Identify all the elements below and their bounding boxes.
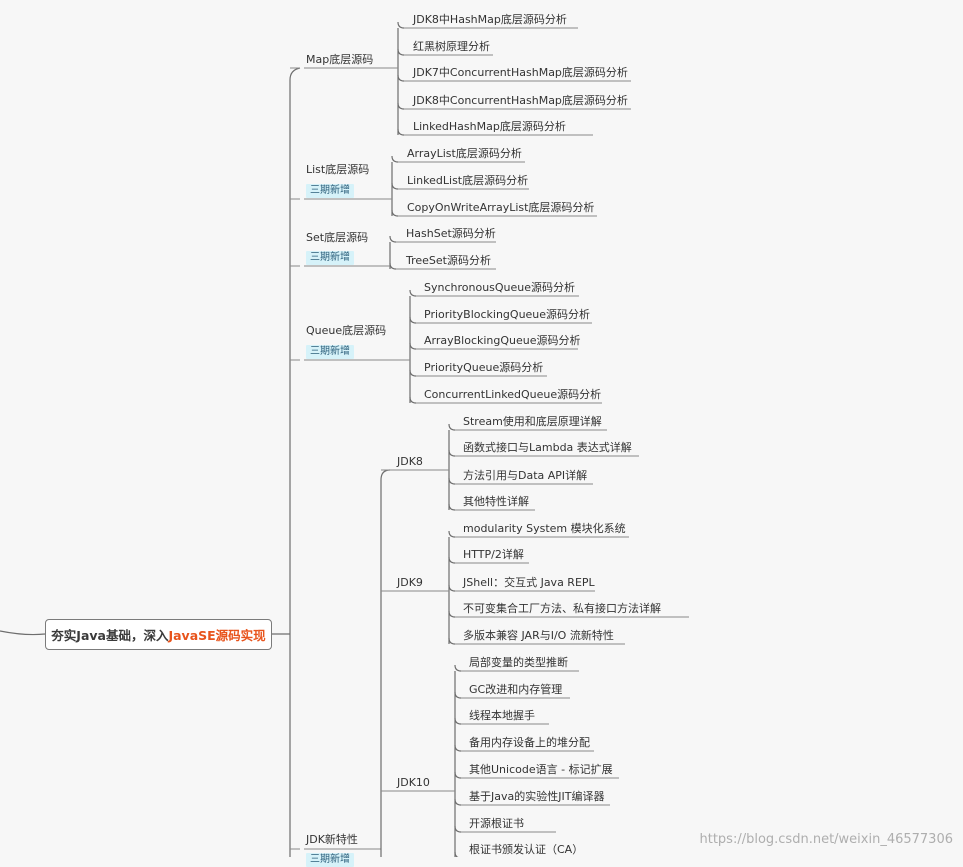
- branch-map-child-0[interactable]: JDK8中HashMap底层源码分析: [413, 13, 567, 26]
- sub-jdk9-child-1[interactable]: HTTP/2详解: [463, 548, 524, 561]
- branch-map-child-curve-1: [397, 48, 405, 56]
- branch-set-child-curve-0: [389, 235, 397, 243]
- sub-jdk10-child-curve-6: [454, 825, 462, 833]
- branch-queue-child-curve-3: [409, 369, 417, 377]
- sub-jdk10-child-5[interactable]: 基于Java的实验性JIT编译器: [469, 790, 605, 803]
- sub-jdk10-child-6[interactable]: 开源根证书: [469, 817, 524, 830]
- branch-list-child-curve-0: [391, 155, 399, 163]
- sub-jdk9-child-curve-0: [448, 530, 456, 538]
- sub-jdk10-child-curve-3: [454, 744, 462, 752]
- branch-map-child-1[interactable]: 红黑树原理分析: [413, 40, 490, 53]
- sub-jdk10-child-curve-7: [454, 851, 459, 857]
- sub-jdk9-child-3[interactable]: 不可变集合工厂方法、私有接口方法详解: [463, 602, 661, 615]
- sub-jdk10-child-3[interactable]: 备用内存设备上的堆分配: [469, 736, 590, 749]
- branch-map-child-curve-2: [397, 74, 405, 82]
- watermark: https://blog.csdn.net/weixin_46577306: [699, 832, 953, 847]
- branch-queue-child-2[interactable]: ArrayBlockingQueue源码分析: [424, 334, 581, 347]
- sub-jdk9-child-curve-4: [448, 637, 456, 645]
- sub-jdk10-label[interactable]: JDK10: [397, 776, 430, 789]
- branch-list-child-0[interactable]: ArrayList底层源码分析: [407, 147, 522, 160]
- sub-jdk10-child-curve-2: [454, 717, 462, 725]
- branch-list-child-2[interactable]: CopyOnWriteArrayList底层源码分析: [407, 201, 595, 214]
- sub-jdk9-child-curve-3: [448, 610, 456, 618]
- sub-jdk9-child-4[interactable]: 多版本兼容 JAR与I/O 流新特性: [463, 629, 614, 642]
- branch-set-child-curve-1: [389, 262, 397, 270]
- branch-map-child-3[interactable]: JDK8中ConcurrentHashMap底层源码分析: [413, 94, 628, 107]
- root-label-highlight: JavaSE源码实现: [168, 628, 266, 643]
- sub-jdk10-child-curve-5: [454, 798, 462, 806]
- sub-jdk8-child-curve-3: [448, 503, 456, 511]
- sub-jdk9-label[interactable]: JDK9: [397, 576, 423, 589]
- sub-jdk8-child-0[interactable]: Stream使用和底层原理详解: [463, 415, 602, 428]
- branch-list-child-curve-1: [391, 182, 399, 190]
- sub-jdk8-child-curve-1: [448, 449, 456, 457]
- branch-queue-child-0[interactable]: SynchronousQueue源码分析: [424, 281, 576, 294]
- sub-jdk8-child-curve-0: [448, 423, 456, 431]
- sub-jdk9-child-curve-1: [448, 556, 456, 564]
- branch-jdk-label[interactable]: JDK新特性: [306, 833, 358, 846]
- branch-map-child-2[interactable]: JDK7中ConcurrentHashMap底层源码分析: [413, 66, 628, 79]
- branch-set-child-1[interactable]: TreeSet源码分析: [406, 254, 491, 267]
- branch-queue-label[interactable]: Queue底层源码: [306, 324, 387, 337]
- branch-queue-child-curve-1: [409, 316, 417, 324]
- branch-set-badge: 三期新增: [306, 251, 354, 265]
- sub-jdk10-child-curve-1: [454, 691, 462, 699]
- branch-queue-child-3[interactable]: PriorityQueue源码分析: [424, 361, 544, 374]
- branch-list-badge: 三期新增: [306, 184, 354, 198]
- branch-list-child-1[interactable]: LinkedList底层源码分析: [407, 174, 529, 187]
- sub-jdk8-child-curve-2: [448, 477, 456, 485]
- sub-jdk10-child-2[interactable]: 线程本地握手: [469, 709, 535, 722]
- sub-jdk10-child-curve-0: [454, 664, 462, 672]
- sub-jdk8-label[interactable]: JDK8: [397, 455, 423, 468]
- branch-queue-child-curve-4: [409, 396, 417, 404]
- branch-jdk-badge: 三期新增: [306, 853, 354, 867]
- branch-set-label[interactable]: Set底层源码: [306, 231, 369, 244]
- jdk-trunk: [380, 469, 391, 857]
- root-incoming-link: [0, 630, 46, 636]
- sub-jdk9-child-curve-2: [448, 584, 456, 592]
- sub-jdk8-child-1[interactable]: 函数式接口与Lambda 表达式详解: [463, 441, 632, 454]
- branch-map-child-4[interactable]: LinkedHashMap底层源码分析: [413, 120, 566, 133]
- branch-queue-child-curve-0: [409, 289, 417, 297]
- branch-list-label[interactable]: List底层源码: [306, 163, 370, 176]
- branch-map-child-curve-3: [397, 102, 405, 110]
- sub-jdk10-child-4[interactable]: 其他Unicode语言 - 标记扩展: [469, 763, 613, 776]
- branch-map-child-curve-0: [397, 21, 405, 29]
- branch-queue-badge: 三期新增: [306, 345, 354, 359]
- branch-list-child-curve-2: [391, 209, 399, 217]
- sub-jdk9-child-0[interactable]: modularity System 模块化系统: [463, 522, 626, 535]
- root-label-prefix: 夯实Java基础，深入: [51, 628, 169, 643]
- branch-map-label[interactable]: Map底层源码: [306, 53, 374, 66]
- branch-queue-child-4[interactable]: ConcurrentLinkedQueue源码分析: [424, 388, 602, 401]
- sub-jdk9-child-2[interactable]: JShell：交互式 Java REPL: [463, 576, 595, 589]
- sub-jdk8-child-2[interactable]: 方法引用与Data API详解: [463, 469, 588, 482]
- branch-map-child-curve-4: [397, 128, 405, 136]
- main-trunk: [289, 67, 301, 857]
- sub-jdk10-child-0[interactable]: 局部变量的类型推断: [469, 656, 568, 669]
- sub-jdk10-child-curve-4: [454, 771, 462, 779]
- branch-queue-child-1[interactable]: PriorityBlockingQueue源码分析: [424, 308, 591, 321]
- sub-jdk10-child-1[interactable]: GC改进和内存管理: [469, 683, 563, 696]
- sub-jdk10-child-7[interactable]: 根证书颁发认证（CA）: [469, 843, 584, 856]
- sub-jdk8-child-3[interactable]: 其他特性详解: [463, 495, 529, 508]
- branch-queue-child-curve-2: [409, 342, 417, 350]
- branch-set-child-0[interactable]: HashSet源码分析: [406, 227, 496, 240]
